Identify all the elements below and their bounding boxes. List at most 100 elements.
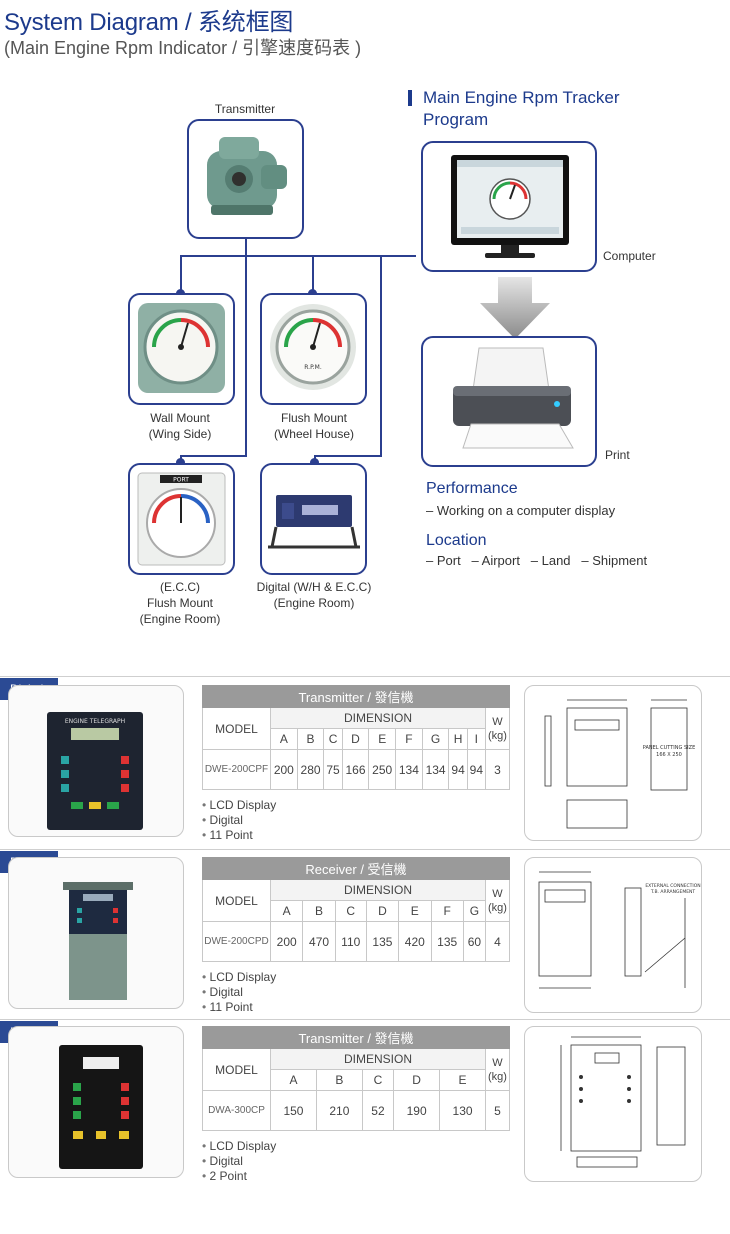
dimension-header: DIMENSION [270,1048,486,1070]
dim-letter: G [462,900,487,922]
engine-telegraph-image: ENGINE TELEGRAPH [47,712,143,830]
feature-item: LCD Display [202,798,277,813]
dim-letter: C [361,1069,395,1091]
digital-label-2: (Engine Room) [273,596,355,610]
computer-label: Computer [603,249,656,263]
dim-letter: A [270,1069,317,1091]
tracker-title-line2: Program [423,110,489,129]
dimension-header: DIMENSION [270,879,486,901]
dim-value: 94 [466,749,487,790]
connector-line [180,255,416,257]
connector-line [180,255,182,293]
dim-value: 75 [323,749,343,790]
dim-letter: B [296,728,325,750]
rpm-text: R.P.M. [304,364,322,371]
connector-line [314,455,382,457]
panel-cutting-text: PANEL CUTTING SIZE [643,745,695,751]
dim-value: 250 [368,749,397,790]
location-title: Location [426,532,487,549]
section-divider [0,1019,730,1020]
spec-table: Receiver / 受信機 MODEL DIMENSION W(kg) A B… [202,857,510,962]
dim-letter: G [421,728,450,750]
flush-mount-label-1: Flush Mount [280,411,348,425]
model-header: MODEL [202,1048,271,1091]
dim-value: 280 [296,749,325,790]
feature-item: Digital [202,985,276,1000]
dim-value: 420 [398,921,432,962]
table-title: Transmitter / 發信機 [202,685,510,708]
wall-mount-box [128,293,235,405]
feature-item: 11 Point [202,1000,276,1015]
product-photo: ENGINE TELEGRAPH [8,685,184,837]
tracker-title-line1: Main Engine Rpm Tracker [423,88,620,107]
feature-list: LCD Display Digital 11 Point [202,970,277,1015]
dim-value: 52 [361,1090,395,1131]
dim-letter: E [368,728,397,750]
dim-value: 470 [302,921,336,962]
technical-drawing-image: PANEL CUTTING SIZE 166 X 250 [544,699,695,829]
dim-letter: B [315,1069,363,1091]
dim-letter: F [395,728,423,750]
dim-value: 150 [270,1090,317,1131]
dim-value: 135 [365,921,400,962]
ecc-label-3: (Engine Room) [139,612,221,626]
weight-header: W(kg) [485,1048,510,1091]
dim-value: 130 [439,1090,486,1131]
dim-letter: A [269,900,304,922]
printer-box [421,336,597,467]
dimension-header: DIMENSION [270,707,486,729]
wall-mount-label-2: (Wing Side) [148,427,212,441]
model-value: DWE-200CPF [202,749,271,790]
weight-value: 4 [485,921,510,962]
external-connection-text: EXTERNAL CONNECTION [645,883,700,889]
table-title: Transmitter / 發信機 [202,1026,510,1049]
computer-monitor-image [451,155,569,258]
dim-value: 60 [462,921,487,962]
digital-box [260,463,367,575]
print-label: Print [605,448,630,462]
dimension-drawing: PANEL CUTTING SIZE 166 X 250 [524,685,702,841]
dim-value: 110 [334,921,367,962]
feature-item: 2 Point [202,1169,276,1184]
tracker-title-bar [408,90,412,106]
table-title: Receiver / 受信機 [202,857,510,880]
ecc-gauge-image: PORT [137,472,226,566]
dim-value: 200 [269,921,304,962]
connector-node [176,458,185,467]
spec-table: Transmitter / 發信機 MODEL DIMENSION W(kg) … [202,685,510,790]
section-divider [0,849,730,850]
telegraph-text: ENGINE TELEGRAPH [65,718,125,725]
weight-value: 5 [485,1090,510,1131]
connector-line [380,255,382,455]
transmitter-device-image [207,137,287,215]
dim-letter: C [323,728,343,750]
dim-value: 134 [421,749,450,790]
digital-label-1: Digital (W/H & E.C.C) [256,580,372,594]
feature-item: 11 Point [202,828,276,843]
connector-line [245,239,247,456]
dim-letter: D [341,728,370,750]
ecc-box: PORT [128,463,235,575]
feature-item: LCD Display [202,1139,277,1154]
performance-item: – Working on a computer display [426,503,616,518]
dim-letter: B [302,900,336,922]
spec-table: Transmitter / 發信機 MODEL DIMENSION W(kg) … [202,1026,510,1131]
dim-letter: E [398,900,432,922]
page-title: System Diagram / 系统框图 [4,9,294,36]
dim-letter: D [393,1069,441,1091]
dim-letter: I [466,728,487,750]
weight-value: 3 [485,749,510,790]
dimension-drawing [524,1026,702,1182]
dim-value: 134 [395,749,423,790]
port-text: PORT [173,477,189,484]
panel-size-text: 166 X 250 [656,752,682,758]
connector-line [312,255,314,293]
feature-item: Digital [202,1154,276,1169]
dim-value: 190 [393,1090,441,1131]
connector-node [310,458,319,467]
feature-list: LCD Display Digital 2 Point [202,1139,277,1184]
dim-value: 94 [448,749,468,790]
receiver-image [63,882,133,1000]
performance-title: Performance [426,480,518,497]
connector-line [180,455,247,457]
